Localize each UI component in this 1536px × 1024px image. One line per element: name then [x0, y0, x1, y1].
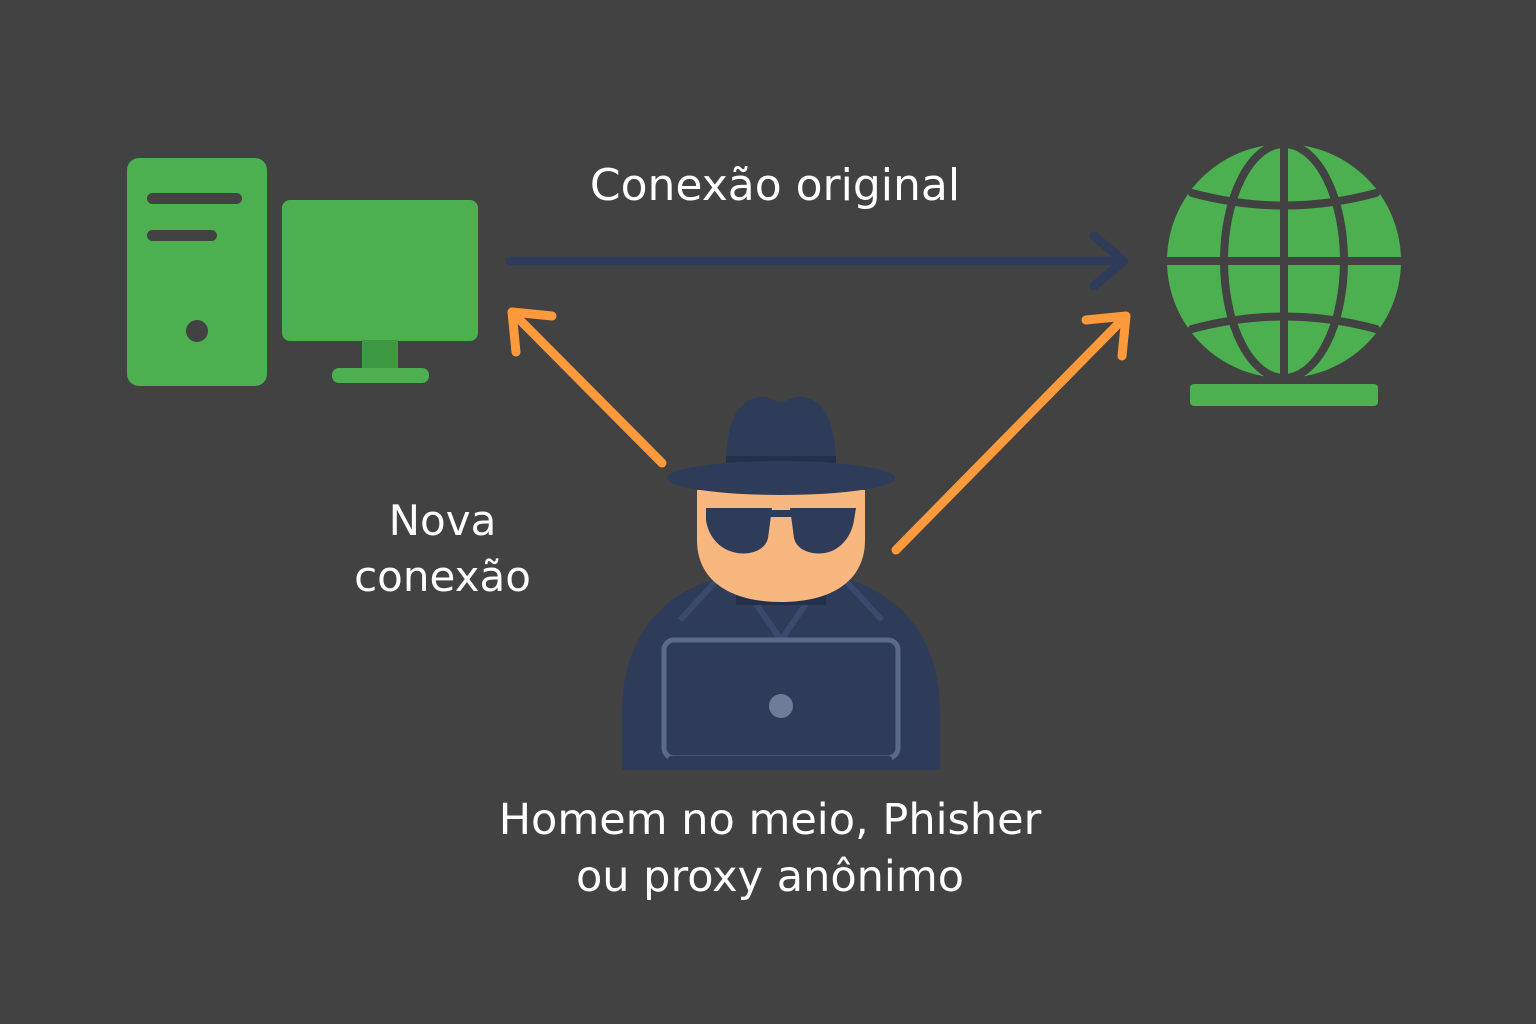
- tower-slot-2: [147, 230, 217, 241]
- monitor-neck: [362, 340, 398, 370]
- tower-slot-1: [147, 193, 242, 204]
- new-connection-label: Nova conexão: [300, 493, 585, 605]
- computer-tower: [127, 158, 267, 386]
- new-connection-label-line-2: conexão: [354, 552, 531, 601]
- sunglasses-icon: [706, 508, 856, 554]
- desktop-computer-icon: [127, 158, 478, 386]
- hat-icon: [667, 396, 895, 495]
- tower-power-button: [186, 320, 208, 342]
- globe-grid-lines: [1163, 140, 1405, 382]
- attacker-label-line-1: Homem no meio, Phisher: [498, 795, 1042, 845]
- new-connection-label-line-1: Nova: [388, 496, 497, 545]
- monitor-base: [332, 368, 429, 383]
- original-connection-label: Conexão original: [589, 160, 961, 211]
- attacker-label-line-2: ou proxy anônimo: [575, 852, 965, 902]
- globe-icon: [1163, 140, 1405, 406]
- attacker-label: Homem no meio, Phisher ou proxy anônimo: [420, 792, 1120, 906]
- original-connection-arrow: [505, 231, 1129, 291]
- globe-base: [1190, 384, 1378, 406]
- new-connection-arrow-right: [891, 311, 1131, 555]
- hacker-icon: [622, 396, 940, 770]
- monitor-screen: [282, 200, 478, 341]
- laptop-icon: [661, 637, 901, 770]
- new-connection-arrow-left: [507, 307, 667, 468]
